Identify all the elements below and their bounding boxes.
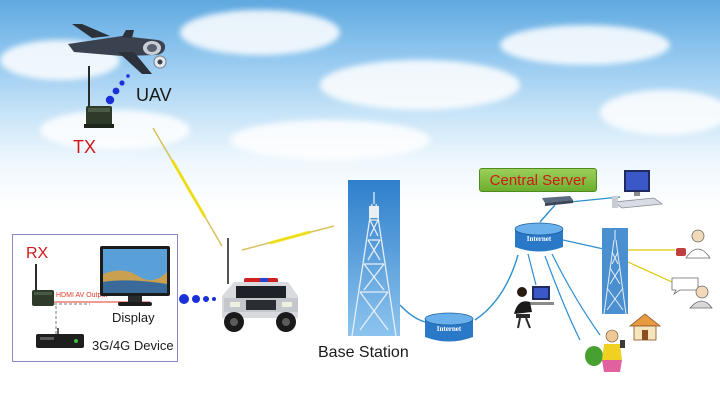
link-internet-cell-tower [562,239,609,251]
cloud [320,60,520,110]
link-internet-user [527,253,537,286]
internet-left-label: Internet [436,325,462,333]
link-internet-internet [474,254,519,321]
user-phone-icon [676,229,711,259]
display-monitor-icon [100,246,170,306]
internet-right-database: Internet [514,222,564,254]
cloud [600,90,720,135]
uav-label: UAV [136,85,172,105]
network-switch-icon [542,196,573,206]
wireless-link-uav-vehicle-glow [170,159,207,218]
link-internet-person [544,255,581,341]
link-tower-phone-2 [627,261,673,283]
link-server-pc [569,196,621,203]
person-mobile-icon [585,329,625,372]
cloud [180,10,340,55]
rx-label: RX [26,245,49,262]
user-mobile-icon [671,277,713,309]
3g-4g-device-label: 3G/4G Device [92,338,174,353]
uav-airplane-icon [68,24,167,74]
link-tower-internet [399,304,426,323]
internet-left-database: Internet [424,312,474,344]
central-server-box: Central Server [479,168,597,192]
vehicle-signal-dots [179,294,216,304]
tx-label: TX [73,137,97,157]
cell-tower-icon [602,228,628,314]
base-station-label: Base Station [318,344,409,361]
house-icon [628,313,662,341]
cloud [230,120,430,160]
pc-workstation-icon [612,170,664,209]
display-label: Display [112,310,155,325]
internet-cloud-icon [424,312,474,342]
base-station-tower-icon [348,180,400,336]
user-desk-icon [514,286,554,329]
3g-4g-device-icon [36,328,84,348]
hdmi-av-output-label: HDMI AV Output [56,292,108,299]
link-internet-server [539,204,556,223]
internet-cloud-icon [514,222,564,252]
cloud [500,25,670,65]
internet-right-label: Internet [526,235,552,243]
wireless-link-vehicle-tower-glow [269,230,311,245]
cloud [40,110,190,150]
rx-receiver-icon [32,264,54,306]
vehicle-icon [222,238,298,332]
central-server-label: Central Server [489,172,587,189]
tx-transmitter-icon [84,66,114,128]
uav-signal-dots [105,74,130,105]
link-internet-house [551,253,601,336]
